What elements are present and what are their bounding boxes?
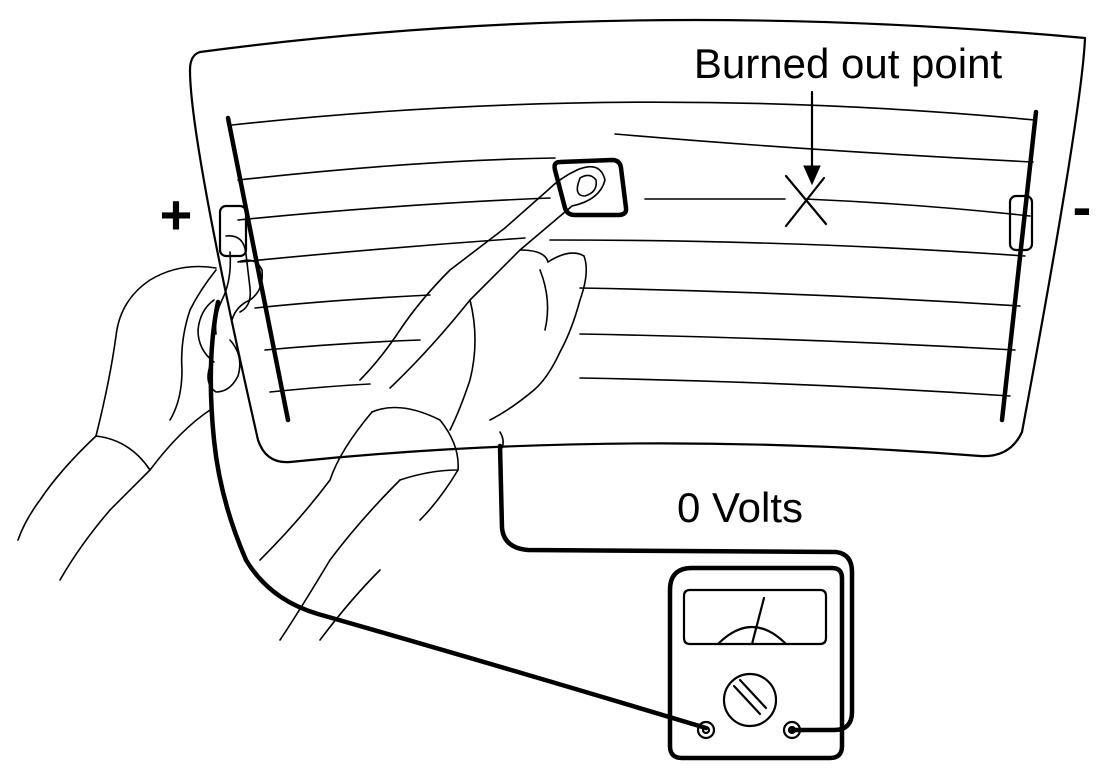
burned-out-point-label: Burned out point <box>694 40 1003 87</box>
negative-probe-lead <box>497 443 855 733</box>
positive-terminal <box>218 204 248 258</box>
right-bus-bar <box>999 109 1039 423</box>
analog-multimeter-icon <box>667 565 845 761</box>
x-mark-icon <box>784 174 828 228</box>
left-bus-bar <box>225 115 291 423</box>
brake-light-housing <box>552 157 629 218</box>
positive-probe-lead <box>208 299 709 731</box>
burned-point-arrow <box>803 90 821 186</box>
probe-hand-left <box>17 235 264 581</box>
positive-sign-label: + <box>160 183 193 246</box>
negative-terminal <box>1008 194 1034 252</box>
defogger-grid-lines <box>231 101 1036 397</box>
negative-sign-label: - <box>1073 175 1092 238</box>
rear-window-glass <box>188 18 1087 464</box>
pointing-hand-icon <box>259 165 606 641</box>
voltage-reading-label: 0 Volts <box>677 484 803 531</box>
